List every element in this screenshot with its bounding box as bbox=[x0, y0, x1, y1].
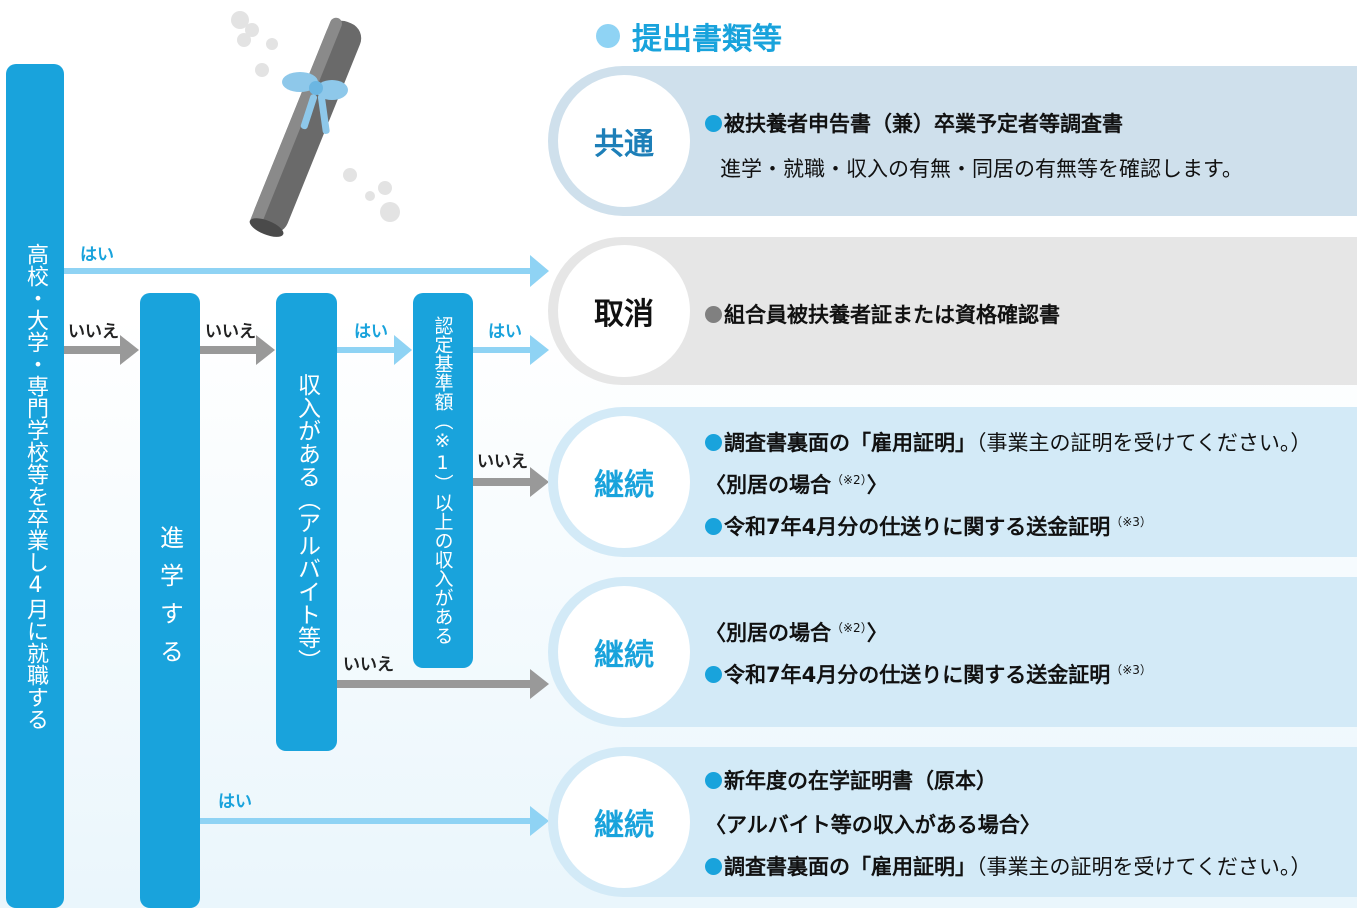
row-continue-2: 継続 〈別居の場合（※2）〉 令和7年4月分の仕送りに関する送金証明（※3） bbox=[548, 577, 1357, 727]
row-cancel: 取消 組合員被扶養者証または資格確認書 bbox=[548, 237, 1357, 385]
bullet-icon bbox=[705, 518, 722, 535]
label-no-4: いいえ bbox=[343, 655, 394, 675]
continue1-item2: 令和7年4月分の仕送りに関する送金証明（※3） bbox=[705, 511, 1152, 541]
bullet-icon bbox=[705, 115, 722, 132]
question-income-box: 収入がある（アルバイト等） bbox=[276, 293, 337, 751]
common-desc: 進学・就職・収入の有無・同居の有無等を確認します。 bbox=[720, 157, 1243, 181]
flower-icon bbox=[231, 11, 400, 222]
label-no-1: いいえ bbox=[68, 322, 119, 342]
flow-arrows bbox=[64, 255, 549, 836]
question-threshold-box: 認定基準額（※1）以上の収入がある bbox=[413, 293, 473, 668]
arrow-no-threshold-to-continue1 bbox=[473, 467, 549, 497]
badge-continue-2: 継続 bbox=[558, 586, 690, 718]
continue3-item1: 新年度の在学証明書（原本） bbox=[705, 765, 997, 795]
continue3-condition: 〈アルバイト等の収入がある場合〉 bbox=[705, 813, 1041, 837]
header-bullet-icon bbox=[596, 24, 620, 48]
row-continue-3: 継続 新年度の在学証明書（原本） 〈アルバイト等の収入がある場合〉 調査書裏面の… bbox=[548, 747, 1357, 897]
bullet-icon bbox=[705, 666, 722, 683]
badge-continue-3: 継続 bbox=[558, 756, 690, 888]
arrow-yes-study-to-continue3 bbox=[200, 806, 549, 836]
arrow-yes-threshold-to-cancel bbox=[473, 335, 549, 365]
continue2-item: 令和7年4月分の仕送りに関する送金証明（※3） bbox=[705, 659, 1152, 689]
arrow-no-to-income bbox=[200, 335, 275, 365]
section-title: 提出書類等 bbox=[632, 22, 782, 57]
arrow-no-income-to-continue2 bbox=[337, 669, 549, 699]
continue2-condition: 〈別居の場合（※2）〉 bbox=[705, 621, 888, 645]
common-item: 被扶養者申告書（兼）卒業予定者等調査書 bbox=[705, 108, 1123, 138]
label-yes-4: はい bbox=[218, 792, 252, 812]
label-no-2: いいえ bbox=[205, 322, 256, 342]
continue1-item1: 調査書裏面の「雇用証明」（事業主の証明を受けてください。） bbox=[705, 427, 1311, 457]
badge-common: 共通 bbox=[558, 75, 690, 207]
bullet-icon bbox=[705, 434, 722, 451]
badge-continue-1: 継続 bbox=[558, 416, 690, 548]
ribbon-icon bbox=[282, 72, 348, 134]
arrow-yes-to-threshold bbox=[337, 335, 412, 365]
arrow-yes-to-cancel bbox=[64, 255, 549, 287]
label-yes-2: はい bbox=[354, 322, 388, 342]
bullet-icon bbox=[705, 772, 722, 789]
label-no-3: いいえ bbox=[477, 452, 528, 472]
label-yes-1: はい bbox=[80, 245, 114, 265]
row-continue-1: 継続 調査書裏面の「雇用証明」（事業主の証明を受けてください。） 〈別居の場合（… bbox=[548, 407, 1357, 557]
question-study-box: 進学する bbox=[140, 293, 200, 908]
badge-cancel: 取消 bbox=[558, 245, 690, 377]
continue1-condition: 〈別居の場合（※2）〉 bbox=[705, 473, 888, 497]
start-box: 高校・大学・専門学校等を卒業し4月に就職する bbox=[6, 64, 64, 908]
continue3-item2: 調査書裏面の「雇用証明」（事業主の証明を受けてください。） bbox=[705, 851, 1311, 881]
cancel-item: 組合員被扶養者証または資格確認書 bbox=[705, 299, 1060, 329]
bullet-icon bbox=[705, 858, 722, 875]
label-yes-3: はい bbox=[488, 322, 522, 342]
row-common: 共通 被扶養者申告書（兼）卒業予定者等調査書 進学・就職・収入の有無・同居の有無… bbox=[548, 66, 1357, 216]
bullet-icon bbox=[705, 306, 722, 323]
arrow-no-to-study bbox=[64, 335, 139, 365]
diploma-scroll-illustration bbox=[231, 11, 400, 237]
